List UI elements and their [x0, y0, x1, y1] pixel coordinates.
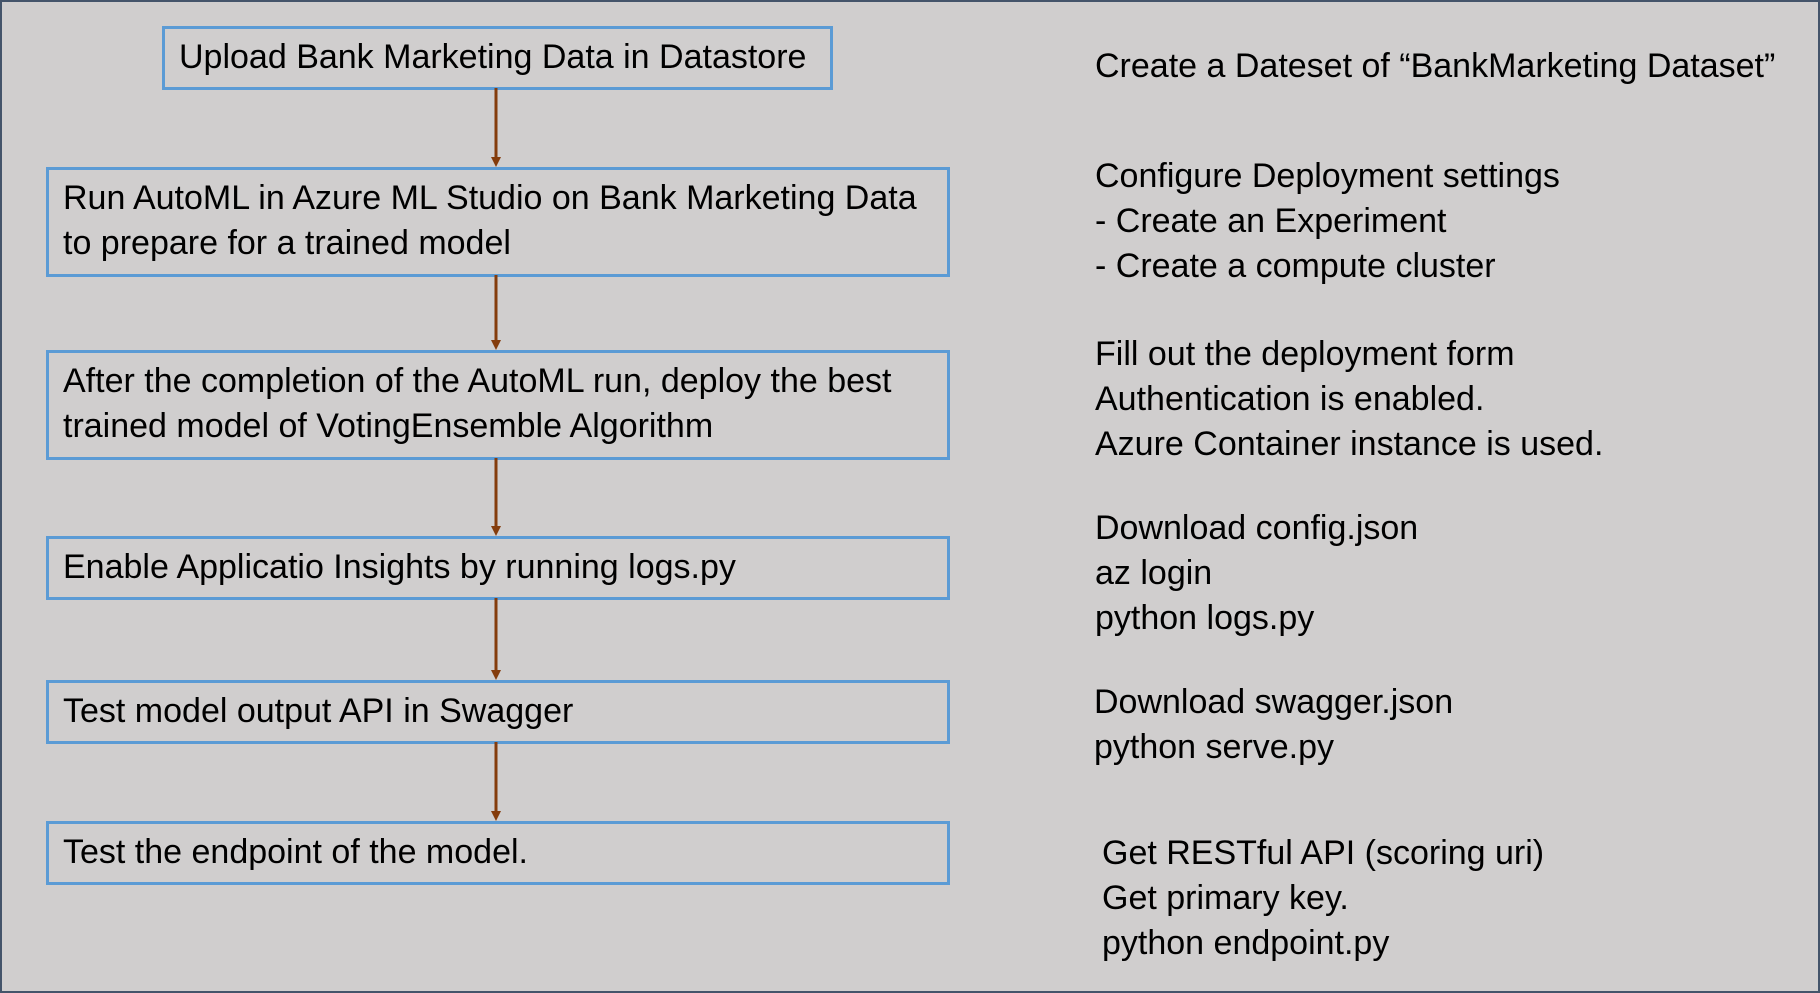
step-enable-insights: Enable Applicatio Insights by running lo… [46, 536, 950, 600]
note-text-line: Get RESTful API (scoring uri) [1102, 834, 1545, 872]
step-text-line: Enable Applicatio Insights by running lo… [63, 548, 736, 586]
note-logs-commands: Download config.json az login python log… [1095, 506, 1418, 641]
step-text-line: Test model output API in Swagger [63, 692, 574, 730]
note-text-line: az login [1095, 554, 1213, 592]
step-text-line: After the completion of the AutoML run, … [63, 362, 892, 400]
step-test-endpoint: Test the endpoint of the model. [46, 821, 950, 885]
step-run-automl: Run AutoML in Azure ML Studio on Bank Ma… [46, 167, 950, 277]
note-text-line: Authentication is enabled. [1095, 380, 1485, 418]
note-text-line: Download swagger.json [1094, 683, 1454, 721]
note-text-line: Download config.json [1095, 509, 1419, 547]
note-text-line: python serve.py [1094, 728, 1335, 766]
note-text-line: Configure Deployment settings [1095, 157, 1560, 195]
note-text-line: python endpoint.py [1102, 924, 1390, 962]
step-upload-data: Upload Bank Marketing Data in Datastore [162, 26, 833, 90]
step-text-line: trained model of VotingEnsemble Algorith… [63, 407, 714, 445]
step-test-swagger: Test model output API in Swagger [46, 680, 950, 744]
note-text-line: - Create a compute cluster [1095, 247, 1496, 285]
step-text-line: Run AutoML in Azure ML Studio on Bank Ma… [63, 179, 917, 217]
note-text-line: Get primary key. [1102, 879, 1349, 917]
note-endpoint-commands: Get RESTful API (scoring uri) Get primar… [1102, 831, 1544, 966]
step-text-line: Test the endpoint of the model. [63, 833, 528, 871]
note-create-dataset: Create a Dateset of “BankMarketing Datas… [1095, 44, 1775, 89]
note-swagger-commands: Download swagger.json python serve.py [1094, 680, 1453, 770]
step-text-line: Upload Bank Marketing Data in Datastore [179, 38, 807, 76]
step-text-line: to prepare for a trained model [63, 224, 511, 262]
note-text-line: Azure Container instance is used. [1095, 425, 1604, 463]
note-text-line: Create a Dateset of “BankMarketing Datas… [1095, 47, 1776, 85]
note-text-line: - Create an Experiment [1095, 202, 1447, 240]
note-text-line: Fill out the deployment form [1095, 335, 1515, 373]
note-configure-deployment: Configure Deployment settings - Create a… [1095, 154, 1560, 289]
note-text-line: python logs.py [1095, 599, 1315, 637]
step-deploy-model: After the completion of the AutoML run, … [46, 350, 950, 460]
note-deployment-form: Fill out the deployment form Authenticat… [1095, 332, 1603, 467]
